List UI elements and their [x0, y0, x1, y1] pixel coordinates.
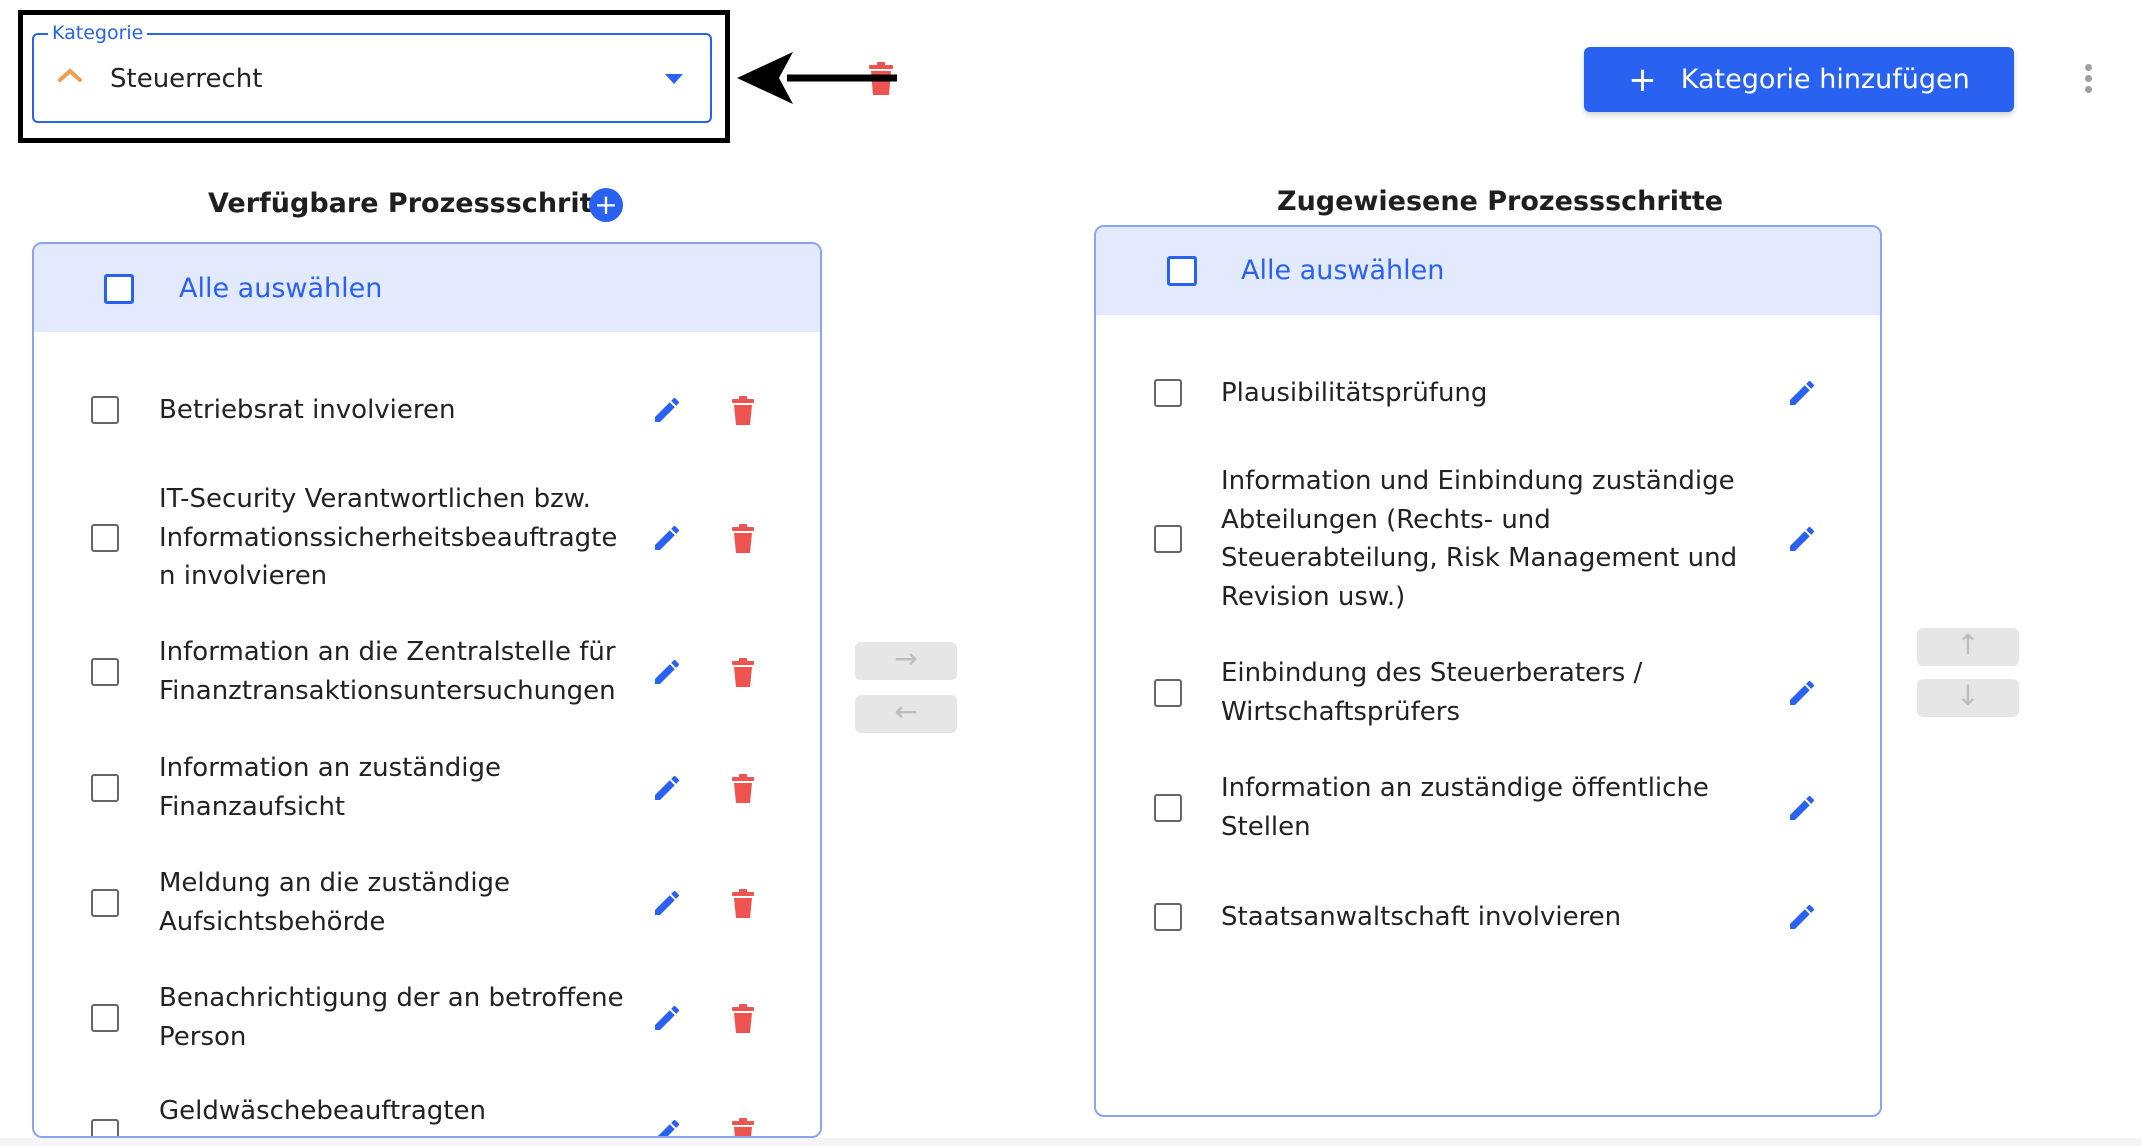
- available-heading: Verfügbare Prozessschritte: [208, 188, 624, 219]
- item-label: Information an zuständige öffentliche St…: [1221, 773, 1709, 842]
- pencil-icon[interactable]: [651, 1002, 683, 1034]
- annotation-arrow: [737, 52, 897, 104]
- move-left-button[interactable]: ←: [855, 695, 957, 733]
- pencil-icon[interactable]: [1786, 377, 1818, 409]
- move-right-button[interactable]: →: [855, 642, 957, 680]
- item-checkbox[interactable]: [1154, 794, 1182, 822]
- assigned-panel-header: [1096, 227, 1880, 315]
- item-checkbox[interactable]: [91, 658, 119, 686]
- pencil-icon[interactable]: [1786, 677, 1818, 709]
- item-checkbox[interactable]: [1154, 679, 1182, 707]
- pencil-icon[interactable]: [651, 394, 683, 426]
- category-value: Steuerrecht: [110, 64, 263, 94]
- available-select-all-checkbox[interactable]: [104, 274, 134, 304]
- category-legend: Kategorie: [48, 21, 148, 45]
- available-select-all-label[interactable]: Alle auswählen: [179, 273, 383, 304]
- bottom-strip: [0, 1138, 2142, 1146]
- move-up-button[interactable]: ↑: [1917, 628, 2019, 666]
- move-down-button[interactable]: ↓: [1917, 679, 2019, 717]
- item-label: Information an die Zentralstelle für Fin…: [159, 637, 616, 706]
- assigned-select-all-label[interactable]: Alle auswählen: [1241, 255, 1445, 286]
- available-panel-header: [34, 244, 820, 332]
- trash-icon[interactable]: [731, 658, 755, 688]
- item-checkbox[interactable]: [1154, 903, 1182, 931]
- item-checkbox[interactable]: [91, 774, 119, 802]
- item-label: Plausibilitätsprüfung: [1221, 378, 1488, 408]
- add-process-step-plus-circle-icon[interactable]: +: [589, 188, 623, 222]
- item-checkbox[interactable]: [91, 396, 119, 424]
- pencil-icon[interactable]: [651, 656, 683, 688]
- assigned-heading: Zugewiesene Prozessschritte: [1277, 186, 1724, 217]
- plus-icon: +: [1628, 59, 1657, 100]
- pencil-icon[interactable]: [651, 887, 683, 919]
- pencil-icon[interactable]: [1786, 901, 1818, 933]
- assigned-panel: Alle auswählen Plausibilitätsprüfung Inf…: [1094, 225, 1882, 1117]
- item-label: Betriebsrat involvieren: [159, 395, 456, 425]
- add-category-label: Kategorie hinzufügen: [1680, 64, 1970, 95]
- trash-icon[interactable]: [731, 889, 755, 919]
- pencil-icon[interactable]: [651, 772, 683, 804]
- category-select[interactable]: Kategorie Steuerrecht: [32, 21, 712, 123]
- pencil-icon[interactable]: [1786, 523, 1818, 555]
- item-label: Staatsanwaltschaft involvieren: [1221, 902, 1622, 932]
- item-checkbox[interactable]: [1154, 379, 1182, 407]
- item-label: Information an zuständige Finanzaufsicht: [159, 753, 501, 822]
- item-checkbox[interactable]: [91, 889, 119, 917]
- trash-icon[interactable]: [731, 1004, 755, 1034]
- dropdown-arrow-icon[interactable]: [664, 73, 684, 85]
- pencil-icon[interactable]: [651, 522, 683, 554]
- item-label: Information und Einbindung zuständige Ab…: [1221, 466, 1738, 612]
- item-label: IT-Security Verantwortlichen bzw. Inform…: [159, 484, 618, 591]
- assigned-select-all-checkbox[interactable]: [1167, 256, 1197, 286]
- available-panel: Alle auswählen Betriebsrat involvieren I…: [32, 242, 822, 1138]
- trash-icon[interactable]: [731, 524, 755, 554]
- item-checkbox[interactable]: [1154, 525, 1182, 553]
- item-label: Geldwäschebeauftragten: [159, 1096, 486, 1126]
- item-checkbox[interactable]: [91, 1119, 119, 1136]
- trash-icon[interactable]: [731, 774, 755, 804]
- trash-icon[interactable]: [731, 396, 755, 426]
- item-label: Benachrichtigung der an betroffene Perso…: [159, 983, 624, 1052]
- annotation-highlight-box: [18, 10, 730, 143]
- chevron-up-icon[interactable]: [56, 63, 84, 87]
- pencil-icon[interactable]: [651, 1116, 683, 1138]
- item-label: Meldung an die zuständige Aufsichtsbehör…: [159, 868, 511, 937]
- kebab-menu-icon[interactable]: [2080, 64, 2096, 94]
- item-checkbox[interactable]: [91, 1004, 119, 1032]
- add-category-button[interactable]: + Kategorie hinzufügen: [1584, 47, 2014, 112]
- trash-icon[interactable]: [731, 1118, 755, 1138]
- pencil-icon[interactable]: [1786, 792, 1818, 824]
- item-checkbox[interactable]: [91, 524, 119, 552]
- item-label: Einbindung des Steuerberaters / Wirtscha…: [1221, 658, 1643, 727]
